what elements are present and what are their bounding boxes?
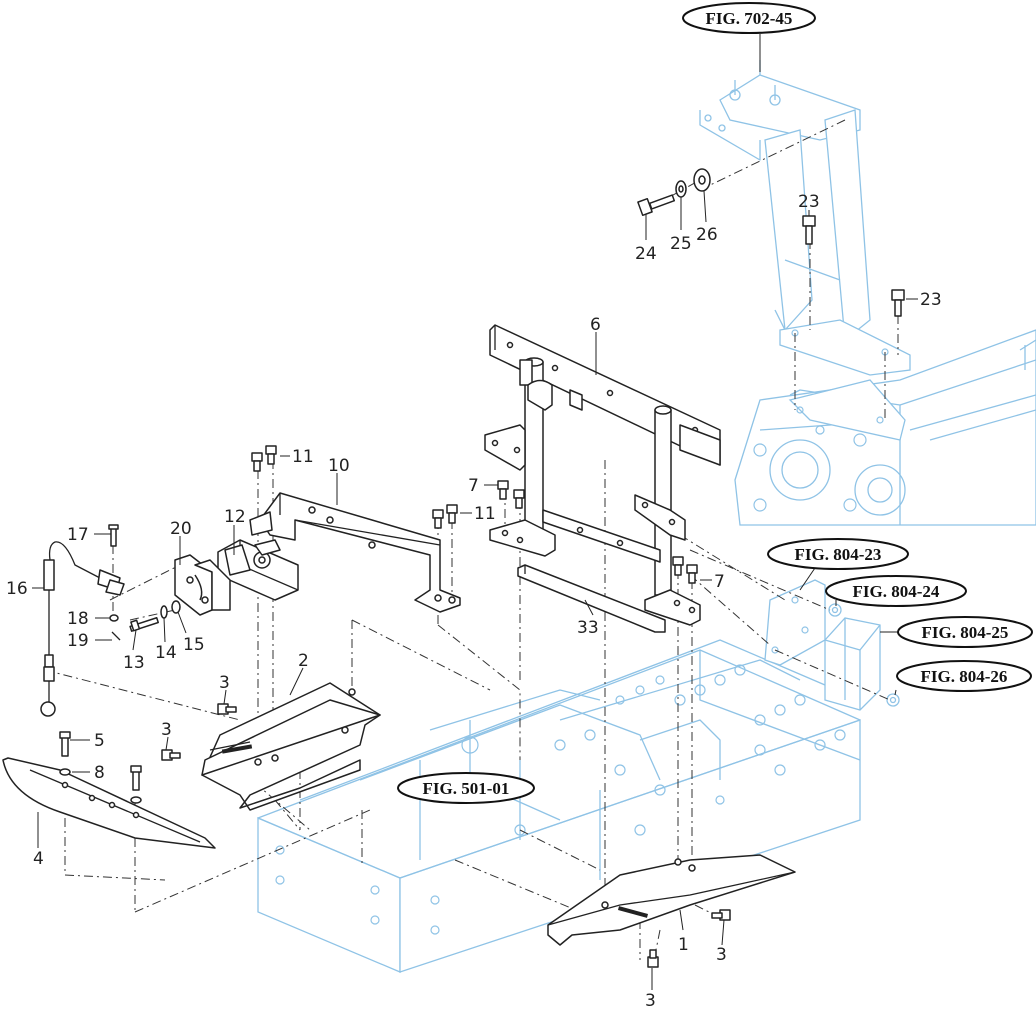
callout-11-a: 11: [292, 447, 314, 467]
part-20-bracket-plate: [174, 554, 231, 616]
callout-7-b: 7: [714, 572, 725, 592]
callout-26: 26: [696, 225, 718, 245]
callout-33: 33: [577, 618, 599, 638]
callout-8: 8: [94, 763, 105, 783]
fig-ref-804-25-label: FIG. 804-25: [922, 623, 1009, 642]
callout-18: 18: [67, 609, 89, 629]
callout-13: 13: [123, 653, 145, 673]
callout-6: 6: [590, 315, 601, 335]
callout-20: 20: [170, 519, 192, 539]
callout-19: 19: [67, 631, 89, 651]
part-5-bolt-b: [130, 765, 142, 791]
part-1-guard-plate: [547, 854, 796, 946]
part-7-bolt-b: [513, 489, 525, 509]
frame-holes: [275, 664, 846, 935]
part-10-mount-bracket: [249, 492, 461, 613]
chassis-frame-context: [257, 639, 861, 973]
leader-lines: [32, 34, 918, 990]
part-16-cable: [40, 541, 125, 717]
fig-ref-804-23[interactable]: FIG. 804-23: [767, 538, 909, 570]
part-8-washer-b: [130, 796, 142, 804]
context-dash-lines: [699, 119, 899, 420]
part-18-washer: [109, 614, 119, 622]
callout-4: 4: [33, 849, 44, 869]
part-5-bolt: [59, 731, 71, 757]
nut-804-24: [828, 603, 842, 617]
callout-24: 24: [635, 244, 657, 264]
callout-10: 10: [328, 456, 350, 476]
fig-ref-804-26-label: FIG. 804-26: [921, 667, 1008, 686]
callout-3-c: 3: [716, 945, 727, 965]
part-8-washer: [59, 768, 71, 776]
callout-numbers: 1 2 3 3 3 3 4 5 6 7 7 8 10 11 11 12 13 1…: [6, 192, 942, 1009]
part-25-washer: [675, 180, 687, 198]
part-13-bolt: [129, 617, 159, 632]
part-11-bolt-d: [446, 504, 458, 524]
part-23-bolt-b: [891, 289, 905, 317]
callout-23-a: 23: [798, 192, 820, 212]
part-7-bolt-a: [497, 480, 509, 500]
part-3-bolt-c: [711, 909, 731, 921]
part-7-bolt-d: [686, 564, 698, 584]
part-14-washer: [160, 605, 168, 619]
fig-ref-804-25[interactable]: FIG. 804-25: [897, 616, 1033, 648]
part-4-guard-plate: [2, 757, 216, 849]
part-3-bolt-b: [161, 749, 181, 761]
callout-23-b: 23: [920, 290, 942, 310]
part-3-bolt-d: [647, 949, 659, 968]
fig-ref-804-24[interactable]: FIG. 804-24: [825, 575, 967, 607]
fig-ref-702-45-label: FIG. 702-45: [706, 9, 793, 28]
part-11-bolt-b: [265, 445, 277, 465]
box-context-804-25: [824, 617, 881, 711]
callout-7-a: 7: [468, 476, 479, 496]
bracket-context-804-23: [764, 579, 826, 666]
callout-15: 15: [183, 635, 205, 655]
callout-2: 2: [298, 651, 309, 671]
part-24-bolt: [637, 194, 676, 217]
callout-3-a: 3: [219, 673, 230, 693]
part-3-bolt-a: [217, 703, 237, 715]
fig-ref-501-01[interactable]: FIG. 501-01: [397, 772, 535, 804]
callout-1: 1: [678, 935, 689, 955]
part-11-bolt-c: [432, 509, 444, 529]
part-7-bolt-c: [672, 556, 684, 576]
callout-14: 14: [155, 643, 177, 663]
loader-mount-bracket-context: [699, 60, 911, 441]
callout-11-b: 11: [474, 504, 496, 524]
part-26-washer: [693, 168, 711, 192]
callout-12: 12: [224, 507, 246, 527]
part-19-cotter-pin: [111, 631, 121, 641]
part-11-bolt-a: [251, 452, 263, 472]
fig-ref-501-01-label: FIG. 501-01: [423, 779, 510, 798]
callout-5: 5: [94, 731, 105, 751]
fig-ref-804-23-label: FIG. 804-23: [795, 545, 882, 564]
callout-3-d: 3: [645, 991, 656, 1009]
part-2-cover-plate: [201, 682, 381, 811]
fig-ref-804-26[interactable]: FIG. 804-26: [896, 660, 1032, 692]
part-15-nut: [171, 600, 181, 614]
callout-17: 17: [67, 525, 89, 545]
fig-ref-702-45[interactable]: FIG. 702-45: [682, 2, 816, 34]
part-23-bolt-a: [802, 215, 816, 245]
part-33-bar: [517, 564, 666, 633]
nut-804-26: [886, 693, 900, 707]
part-6-support-frame: [484, 324, 721, 626]
callout-3-b: 3: [161, 720, 172, 740]
callout-16: 16: [6, 579, 28, 599]
callout-25: 25: [670, 234, 692, 254]
part-17-pin: [108, 524, 119, 547]
fig-ref-804-24-label: FIG. 804-24: [853, 582, 940, 601]
